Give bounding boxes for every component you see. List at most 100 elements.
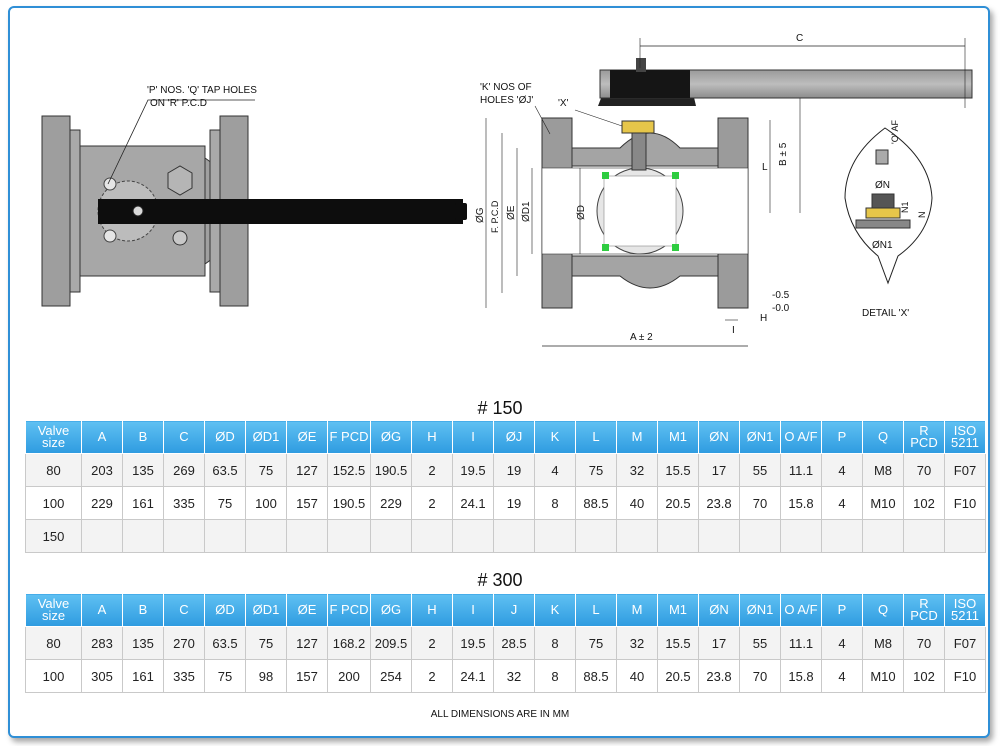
valve-size-cell: 100 <box>25 659 82 693</box>
table-cell: 32 <box>493 659 535 693</box>
tol-2: -0.0 <box>772 303 790 314</box>
table-cell: 8 <box>534 626 576 660</box>
dim-l: L <box>762 162 768 173</box>
table-cell: 55 <box>739 626 781 660</box>
table-cell: 20.5 <box>657 659 699 693</box>
nn-label: N <box>917 212 927 219</box>
table-cell: 70 <box>739 659 781 693</box>
valve-size-cell: 80 <box>25 453 82 487</box>
col-header: I <box>452 420 494 454</box>
table-cell: 32 <box>616 453 658 487</box>
valve-size-cell: 100 <box>25 486 82 520</box>
table-cell: M8 <box>862 626 904 660</box>
col-header: I <box>452 593 494 627</box>
class-150-title: # 150 <box>477 398 523 418</box>
table-cell: 135 <box>122 626 164 660</box>
table-cell: 161 <box>122 659 164 693</box>
table-cell: 254 <box>370 659 412 693</box>
table-cell: 24.1 <box>452 659 494 693</box>
col-header: B <box>122 420 164 454</box>
col-header: O A/F <box>780 420 822 454</box>
table-cell: 19 <box>493 486 535 520</box>
table-cell: 70 <box>903 626 945 660</box>
table-cell: 100 <box>245 486 287 520</box>
col-header: ØD1 <box>245 420 287 454</box>
table-cell <box>122 519 164 553</box>
table-cell: 135 <box>122 453 164 487</box>
table-cell: 19.5 <box>452 453 494 487</box>
table-cell: 40 <box>616 486 658 520</box>
table-cell: 2 <box>411 659 453 693</box>
table-cell <box>575 519 617 553</box>
table-row: 150 <box>25 519 986 553</box>
table-cell: 88.5 <box>575 659 617 693</box>
col-header: ØN1 <box>739 593 781 627</box>
table-cell: 203 <box>81 453 123 487</box>
table-cell: 283 <box>81 626 123 660</box>
col-header: M1 <box>657 420 699 454</box>
col-header: K <box>534 593 576 627</box>
col-header: O A/F <box>780 593 822 627</box>
col-header: A <box>81 593 123 627</box>
table-cell: 75 <box>575 626 617 660</box>
table-cell: 4 <box>821 659 863 693</box>
table-cell: 229 <box>81 486 123 520</box>
col-header: P <box>821 593 863 627</box>
col-header: M1 <box>657 593 699 627</box>
table-cell: 2 <box>411 486 453 520</box>
table-cell: F07 <box>944 626 986 660</box>
n-label: ØN <box>875 180 890 191</box>
table-cell <box>821 519 863 553</box>
table-cell: F07 <box>944 453 986 487</box>
col-header: ØN1 <box>739 420 781 454</box>
table-cell: 15.5 <box>657 453 699 487</box>
valve-drawing: 'P' NOS. 'Q' TAP HOLES ON 'R' P.C.D C B … <box>41 33 973 347</box>
col-header: R PCD <box>903 593 945 627</box>
table-cell: F10 <box>944 486 986 520</box>
col-header: L <box>575 593 617 627</box>
table-cell: 75 <box>204 486 246 520</box>
table-cell: 152.5 <box>327 453 371 487</box>
table-cell: 70 <box>739 486 781 520</box>
table-cell <box>862 519 904 553</box>
table-cell: 11.1 <box>780 626 822 660</box>
detail-x: 'O' AF ØN N1 N ØN1 DETAIL 'X' <box>844 120 933 319</box>
table-cell: 229 <box>370 486 412 520</box>
detail-label: DETAIL 'X' <box>862 308 909 319</box>
table-cell: 88.5 <box>575 486 617 520</box>
table-cell <box>903 519 945 553</box>
table-cell: 55 <box>739 453 781 487</box>
col-header: M <box>616 593 658 627</box>
table-cell: 15.8 <box>780 486 822 520</box>
n1b-label: ØN1 <box>872 240 893 251</box>
table-cell <box>163 519 205 553</box>
table-cell: 75 <box>245 453 287 487</box>
table-cell: 75 <box>204 659 246 693</box>
table-cell <box>245 519 287 553</box>
col-header: J <box>493 593 535 627</box>
table-cell: 102 <box>903 486 945 520</box>
col-header: ØD <box>204 593 246 627</box>
col-header: F PCD <box>327 593 371 627</box>
table-cell <box>657 519 699 553</box>
valve-size-cell: 150 <box>25 519 82 553</box>
dim-b: B ± 5 <box>778 142 789 166</box>
table-cell <box>327 519 371 553</box>
col-header: M <box>616 420 658 454</box>
col-header: Valve size <box>25 420 82 454</box>
dim-h: H <box>760 313 767 324</box>
valve-size-cell: 80 <box>25 626 82 660</box>
table-cell: 75 <box>245 626 287 660</box>
table-cell: 28.5 <box>493 626 535 660</box>
table-cell <box>411 519 453 553</box>
table-cell <box>286 519 328 553</box>
col-header: Q <box>862 420 904 454</box>
table-cell: 19.5 <box>452 626 494 660</box>
class-300-title: # 300 <box>477 570 523 590</box>
table-cell: 190.5 <box>370 453 412 487</box>
table-cell: 209.5 <box>370 626 412 660</box>
